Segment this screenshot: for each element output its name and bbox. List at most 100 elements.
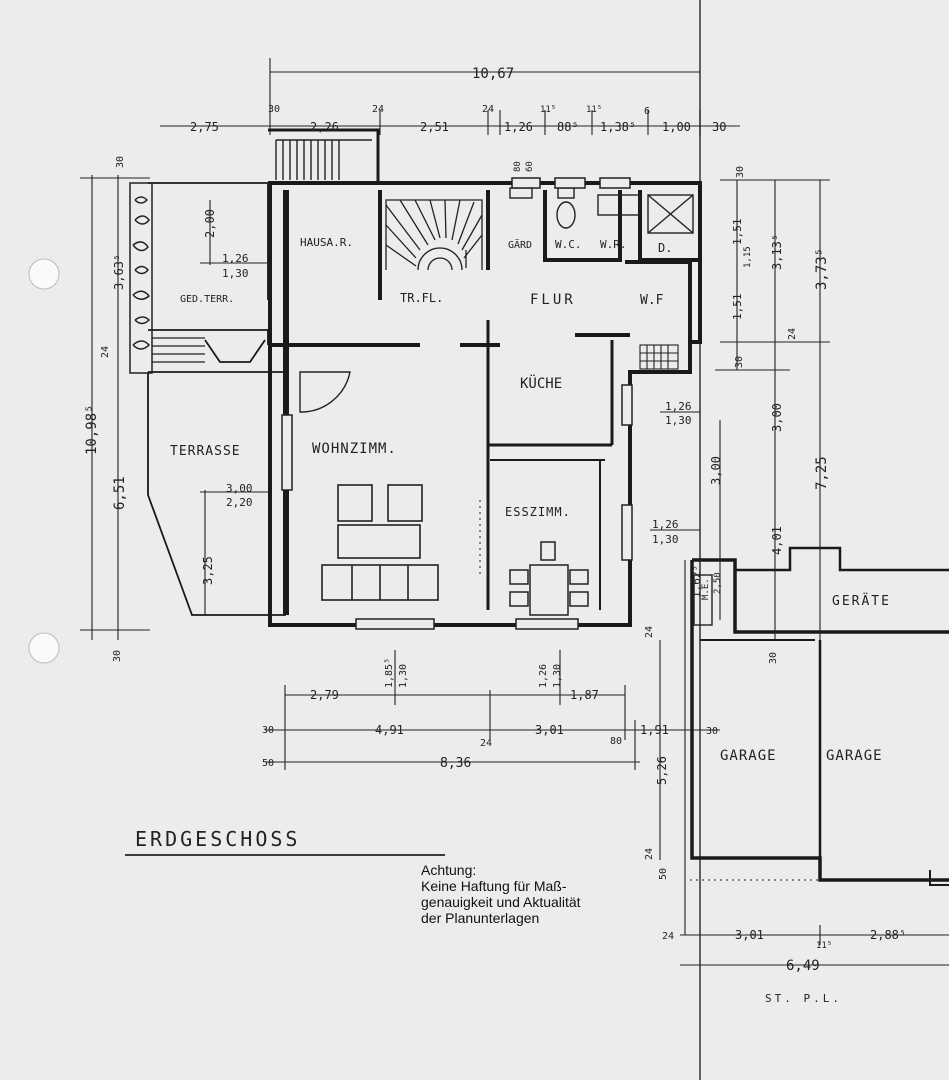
terrace-steps xyxy=(152,337,205,363)
dotted-openings xyxy=(479,500,949,881)
label-terrasse: TERRASSE xyxy=(170,444,241,459)
dim-bottom-30: 30 xyxy=(262,725,274,736)
dim-bottom-50: 50 xyxy=(262,758,274,769)
dim-garage-50: 50 xyxy=(658,868,669,880)
terrace-outline xyxy=(147,372,286,616)
dim-right-115: 1,15 xyxy=(743,246,753,268)
wall-wc xyxy=(543,190,622,262)
hedge-scribbles xyxy=(132,196,151,350)
label-wohnzimm: WOHNZIMM. xyxy=(312,441,397,457)
label-tr-fl: TR.FL. xyxy=(400,291,443,305)
window-wr xyxy=(599,177,631,189)
dim-right-30: 30 xyxy=(735,166,746,178)
dim-126-top: 1,26 xyxy=(504,120,533,134)
dim-right-126b: 1,26 xyxy=(652,518,679,531)
dim-right-130b: 1,30 xyxy=(652,533,679,546)
dim-right-725: 7,25 xyxy=(814,456,830,490)
dim-wc-80: 80 xyxy=(513,161,523,172)
label-wr: W.R. xyxy=(600,238,627,251)
heater-grid xyxy=(639,344,679,370)
toilet xyxy=(556,201,576,229)
terrace xyxy=(147,182,286,616)
label-esszimm: ESSZIMM. xyxy=(505,505,571,519)
walls xyxy=(268,128,702,627)
dim-bottom-30b: 30 xyxy=(706,726,718,737)
dim-garage-115: 11⁵ xyxy=(816,941,832,951)
dim-garage-649: 6,49 xyxy=(786,958,820,974)
room-labels: HAUSA.R. GED.TERR. TR.FL. FLUR W.F GÄRD … xyxy=(170,236,889,764)
dim-bottom-279: 2,79 xyxy=(310,688,339,702)
spiral-stair xyxy=(385,199,483,271)
dim-right-250: 2,50 xyxy=(713,572,723,594)
dim-left-30b: 30 xyxy=(112,650,123,662)
dim-left-130: 1,30 xyxy=(222,267,249,280)
shower xyxy=(647,194,694,234)
dim-left-30: 30 xyxy=(115,156,126,168)
dim-total-top: 10,67 xyxy=(472,66,514,82)
exterior-wall-hausa xyxy=(268,183,285,347)
window-kitchen-right xyxy=(621,384,633,426)
dim-138: 1,38⁵ xyxy=(600,120,636,134)
ged-terr-bottom xyxy=(148,329,269,345)
dimension-lines xyxy=(80,58,949,966)
chair-top xyxy=(540,541,556,561)
dim-garage-526: 5,26 xyxy=(655,756,669,785)
note-line-1: Achtung: xyxy=(421,862,477,878)
garage xyxy=(690,546,949,886)
chair-right-2 xyxy=(569,591,589,607)
label-kueche: KÜCHE xyxy=(520,374,562,392)
chair-right-1 xyxy=(569,569,589,585)
dim-bottom-126: 1,26 xyxy=(538,664,549,688)
window-dining-right xyxy=(621,504,633,561)
dining-furniture xyxy=(509,541,589,616)
dining-table xyxy=(529,564,569,616)
note-line-2: Keine Haftung für Maß- xyxy=(421,878,567,894)
note-line-4: der Planunterlagen xyxy=(421,910,540,926)
dim-bottom-301: 3,01 xyxy=(535,723,564,737)
dim-right-126: 1,26 xyxy=(665,400,692,413)
label-garage-2: GARAGE xyxy=(826,748,883,764)
dim-right-401: 4,01 xyxy=(770,526,784,555)
label-wc: W.C. xyxy=(555,238,582,251)
dim-bottom-185: 1,85⁵ xyxy=(384,658,395,688)
dim-226: 2,26 xyxy=(310,120,339,134)
window-dining-bottom xyxy=(515,618,579,630)
dim-bottom-80: 80 xyxy=(610,736,622,747)
dim-bottom-130: 1,30 xyxy=(398,664,409,688)
wc-fixtures xyxy=(509,187,694,234)
dim-right-130: 1,30 xyxy=(665,414,692,427)
label-d: D. xyxy=(658,241,672,255)
dim-11-5a: 11⁵ xyxy=(540,105,556,115)
dim-24a: 24 xyxy=(372,104,384,115)
dim-right-24: 24 xyxy=(787,328,798,340)
dim-6: 6 xyxy=(644,106,650,117)
dim-left-200: 2,00 xyxy=(203,209,217,238)
dim-bottom-191: 1,91 xyxy=(640,723,669,737)
punch-hole-top xyxy=(28,258,60,290)
dim-right-300b: 3,00 xyxy=(709,456,723,485)
dim-left-651: 6,51 xyxy=(112,476,128,510)
garage-top xyxy=(692,558,949,634)
dim-left-325: 3,25 xyxy=(201,556,215,585)
dim-left-126: 1,26 xyxy=(222,252,249,265)
dim-right-300a: 3,00 xyxy=(770,403,784,432)
dim-right-162: 1,62⁵ xyxy=(690,565,703,598)
hedge xyxy=(129,182,153,374)
label-wf: W.F xyxy=(640,293,664,308)
window-living-left xyxy=(281,414,293,491)
st-pl: ST. P.L. xyxy=(765,992,842,1005)
dim-bottom-24: 24 xyxy=(480,738,492,749)
window-gard xyxy=(511,177,541,189)
dim-right-373: 3,73⁵ xyxy=(814,248,830,290)
disclaimer-note: Achtung: Keine Haftung für Maß- genauigk… xyxy=(421,862,581,926)
dim-left-1098: 10,98⁵ xyxy=(84,404,100,455)
dim-bottom-491: 4,91 xyxy=(375,723,404,737)
wall-wf xyxy=(625,260,692,342)
dim-bottom-187: 1,87 xyxy=(570,688,599,702)
dim-left-220: 2,20 xyxy=(226,496,253,509)
punch-hole-bottom xyxy=(28,632,60,664)
me-box xyxy=(693,574,713,626)
dim-100: 1,00 xyxy=(662,120,691,134)
windows xyxy=(281,177,633,630)
